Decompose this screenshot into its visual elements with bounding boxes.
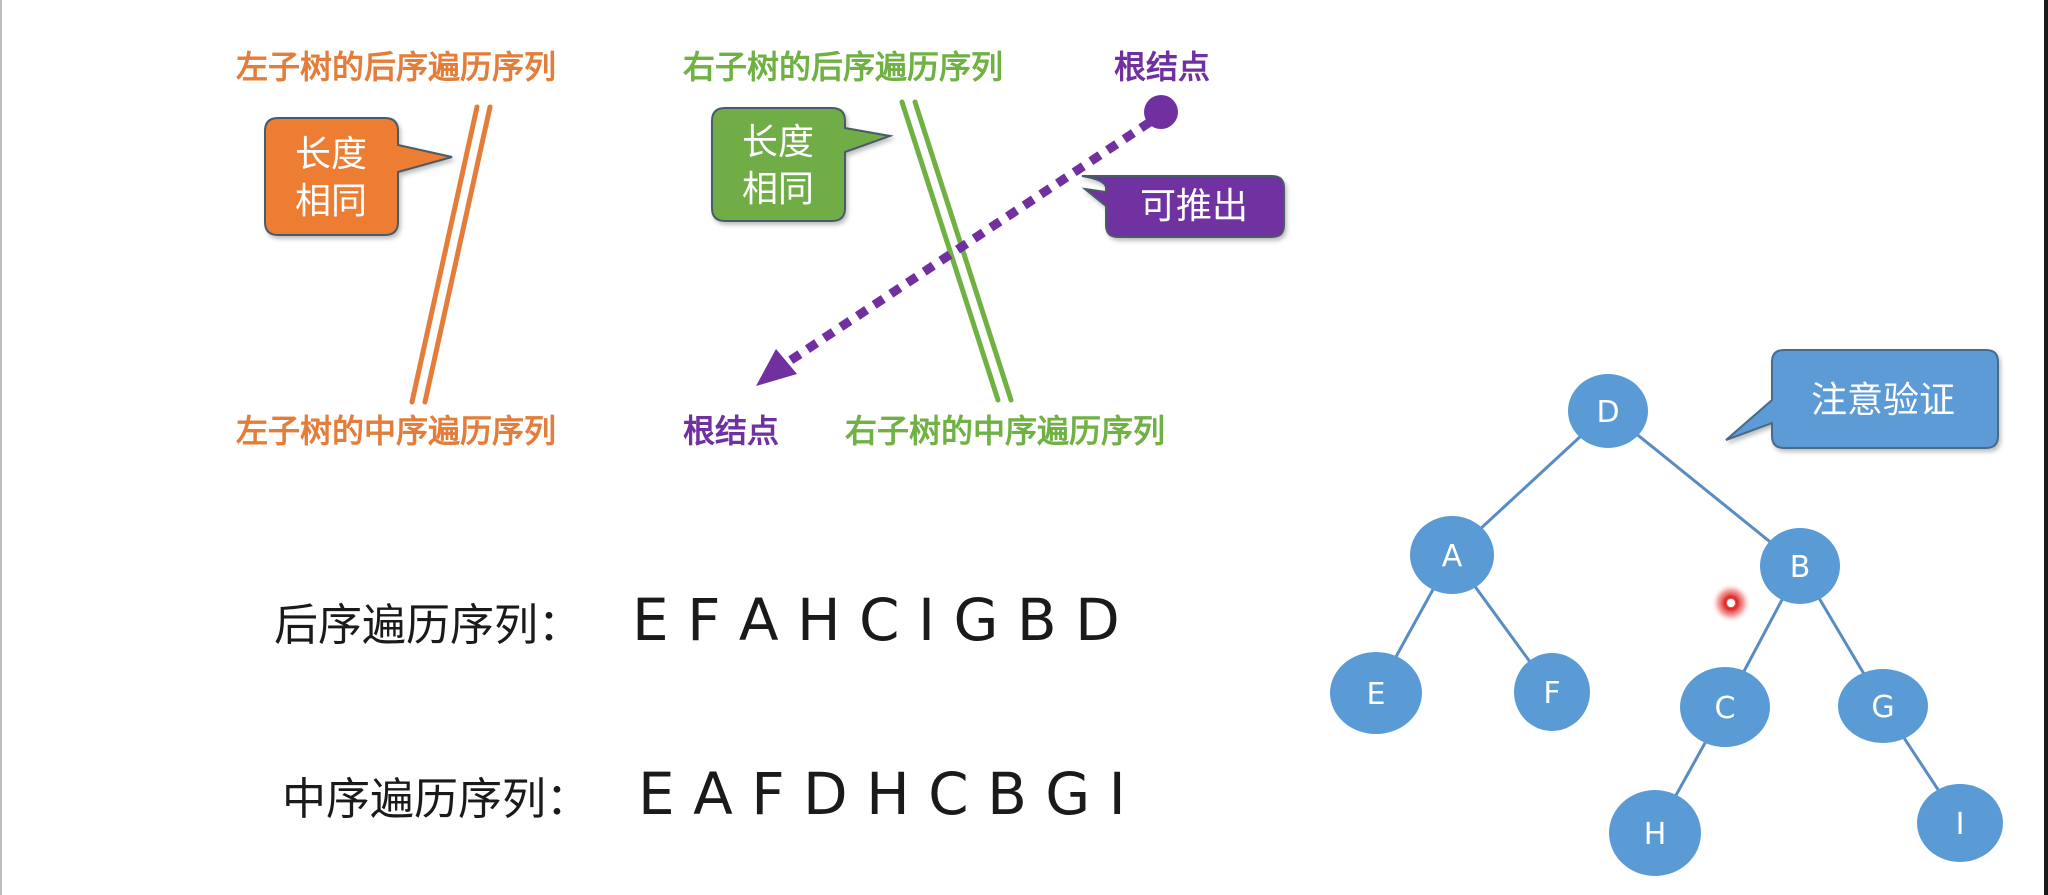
right-subtree-inorder-label: 右子树的中序遍历序列 bbox=[845, 412, 1165, 450]
tree-node-h-label: H bbox=[1644, 817, 1667, 852]
tree-node-h: H bbox=[1609, 790, 1701, 876]
purple-derive-callout bbox=[1081, 175, 1285, 238]
root-node-label-bottom: 根结点 bbox=[683, 412, 779, 450]
tree-node-f-label: F bbox=[1543, 676, 1560, 711]
tree-node-c: C bbox=[1680, 667, 1770, 747]
root-node-label-top: 根结点 bbox=[1114, 48, 1210, 86]
frame-edge-right bbox=[2044, 0, 2048, 895]
tree-node-c-label: C bbox=[1715, 691, 1736, 726]
green-callout-line1: 长度 bbox=[742, 122, 814, 163]
edge-d-b bbox=[1607, 409, 1801, 568]
postorder-sequence-label: 后序遍历序列： bbox=[274, 600, 582, 651]
orange-callout-line1: 长度 bbox=[295, 134, 367, 175]
left-subtree-inorder-label: 左子树的中序遍历序列 bbox=[236, 412, 556, 450]
tree-edges bbox=[1374, 409, 1962, 834]
green-length-callout bbox=[711, 107, 894, 222]
tree-node-b-label: B bbox=[1790, 550, 1811, 585]
tree-node-i-label: I bbox=[1956, 807, 1965, 842]
tree-node-f: F bbox=[1514, 653, 1590, 731]
purple-dotted-arrow bbox=[785, 118, 1153, 366]
frame-edge-left bbox=[0, 0, 2, 895]
tree-node-d-label: D bbox=[1596, 395, 1619, 430]
tree-node-e: E bbox=[1330, 652, 1422, 734]
inorder-sequence-values: E A F D H C B G I bbox=[638, 760, 1126, 828]
tree-node-a: A bbox=[1410, 516, 1494, 594]
orange-double-line bbox=[409, 104, 493, 405]
purple-arrowhead bbox=[756, 349, 797, 386]
orange-length-callout bbox=[264, 117, 453, 236]
tree-node-i: I bbox=[1917, 784, 2003, 862]
inorder-sequence-label: 中序遍历序列： bbox=[282, 774, 590, 825]
laser-pointer-core bbox=[1727, 599, 1735, 607]
tree-node-d: D bbox=[1568, 374, 1648, 448]
root-dot bbox=[1144, 95, 1178, 129]
postorder-sequence-values: E F A H C I G B D bbox=[632, 586, 1120, 654]
tree-node-e-label: E bbox=[1367, 677, 1386, 712]
tree-node-a-label: A bbox=[1442, 539, 1463, 574]
green-callout-line2: 相同 bbox=[742, 169, 814, 210]
right-subtree-postorder-label: 右子树的后序遍历序列 bbox=[683, 48, 1003, 86]
verify-callout bbox=[1725, 349, 1999, 449]
orange-callout-line2: 相同 bbox=[295, 181, 367, 222]
verify-callout-text: 注意验证 bbox=[1811, 380, 1955, 421]
tree-node-b: B bbox=[1760, 528, 1840, 604]
left-subtree-postorder-label: 左子树的后序遍历序列 bbox=[236, 48, 556, 86]
tree-node-g-label: G bbox=[1871, 690, 1894, 725]
tree-node-g: G bbox=[1838, 669, 1928, 743]
purple-callout-text: 可推出 bbox=[1140, 186, 1248, 227]
green-double-line bbox=[899, 99, 1014, 403]
